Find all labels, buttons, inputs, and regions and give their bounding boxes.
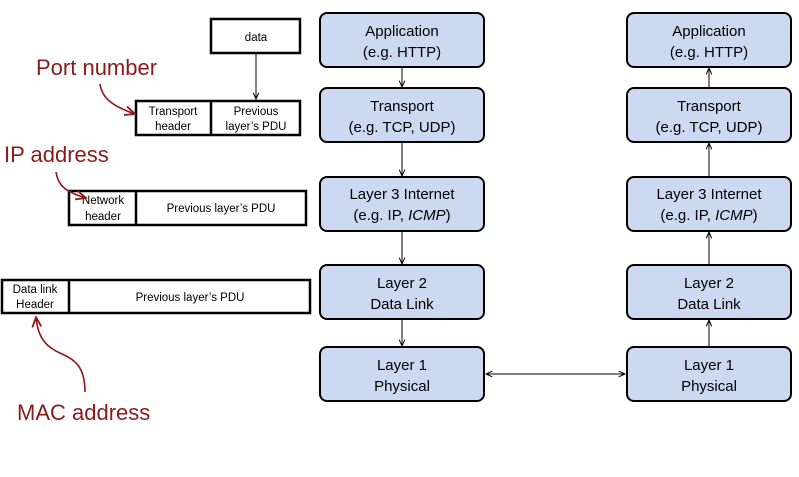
layer-detail: Data Link — [370, 296, 434, 313]
pdu-data: data — [209, 17, 302, 55]
layer-detail: (e.g. TCP, UDP) — [349, 119, 456, 136]
layer-name: Layer 1 — [684, 357, 734, 374]
layer-name: Transport — [370, 98, 434, 115]
network-header-line1: Network — [82, 195, 124, 207]
right-stack: Application (e.g. HTTP) Transport (e.g. … — [626, 12, 792, 402]
layer-detail: Physical — [374, 378, 430, 395]
layer-name: Application — [672, 23, 745, 40]
layer-name: Layer 2 — [377, 275, 427, 292]
right-layer-transport: Transport (e.g. TCP, UDP) — [626, 87, 792, 143]
layer-detail: (e.g. HTTP) — [670, 44, 748, 61]
layer-detail: (e.g. HTTP) — [363, 44, 441, 61]
pdu-transport-segment: Transport header Previous layer’s PDU — [134, 99, 302, 137]
left-layer-application: Application (e.g. HTTP) — [319, 12, 485, 68]
right-layer-datalink: Layer 2 Data Link — [626, 264, 792, 320]
datalink-header-line1: Data link — [13, 284, 58, 296]
right-layer-application: Application (e.g. HTTP) — [626, 12, 792, 68]
left-layer-transport: Transport (e.g. TCP, UDP) — [319, 87, 485, 143]
transport-payload-line1: Previous — [234, 106, 279, 118]
left-layer-internet: Layer 3 Internet (e.g. IP, ICMP) — [319, 176, 485, 232]
right-layer-internet: Layer 3 Internet (e.g. IP, ICMP) — [626, 176, 792, 232]
ip-address-label: IP address — [4, 142, 109, 167]
layer-name: Transport — [677, 98, 741, 115]
ip-address-arrow — [55, 171, 86, 198]
layer-detail: (e.g. IP, ICMP) — [660, 207, 757, 224]
port-number-label: Port number — [36, 55, 157, 80]
datalink-payload: Previous layer’s PDU — [136, 292, 245, 304]
annotation-ip-address: IP address — [4, 142, 109, 198]
mac-address-label: MAC address — [17, 400, 150, 425]
network-payload: Previous layer’s PDU — [167, 203, 276, 215]
layer-detail: Data Link — [677, 296, 741, 313]
left-layer-datalink: Layer 2 Data Link — [319, 264, 485, 320]
right-layer-physical: Layer 1 Physical — [626, 346, 792, 402]
layer-name: Layer 3 Internet — [656, 186, 762, 203]
transport-header-line1: Transport — [149, 106, 199, 118]
layer-detail: (e.g. IP, ICMP) — [353, 207, 450, 224]
layer-name: Application — [365, 23, 438, 40]
layer-detail: (e.g. TCP, UDP) — [656, 119, 763, 136]
annotation-port-number: Port number — [36, 55, 157, 114]
pdu-network-packet: Network header Previous layer’s PDU — [67, 189, 308, 227]
port-number-arrow — [99, 83, 135, 114]
left-layer-physical: Layer 1 Physical — [319, 346, 485, 402]
transport-payload-line2: layer’s PDU — [226, 121, 287, 133]
transport-header-line2: header — [155, 121, 191, 133]
layer-name: Layer 1 — [377, 357, 427, 374]
data-label: data — [245, 32, 268, 44]
mac-address-arrow — [36, 317, 86, 393]
pdu-datalink-frame: Data link Header Previous layer’s PDU — [0, 278, 312, 315]
datalink-header-line2: Header — [16, 299, 54, 311]
network-header-line2: header — [85, 211, 121, 223]
layer-detail: Physical — [681, 378, 737, 395]
layer-name: Layer 3 Internet — [349, 186, 455, 203]
annotation-mac-address: MAC address — [17, 317, 150, 425]
left-stack: Application (e.g. HTTP) Transport (e.g. … — [319, 12, 485, 402]
layer-name: Layer 2 — [684, 275, 734, 292]
